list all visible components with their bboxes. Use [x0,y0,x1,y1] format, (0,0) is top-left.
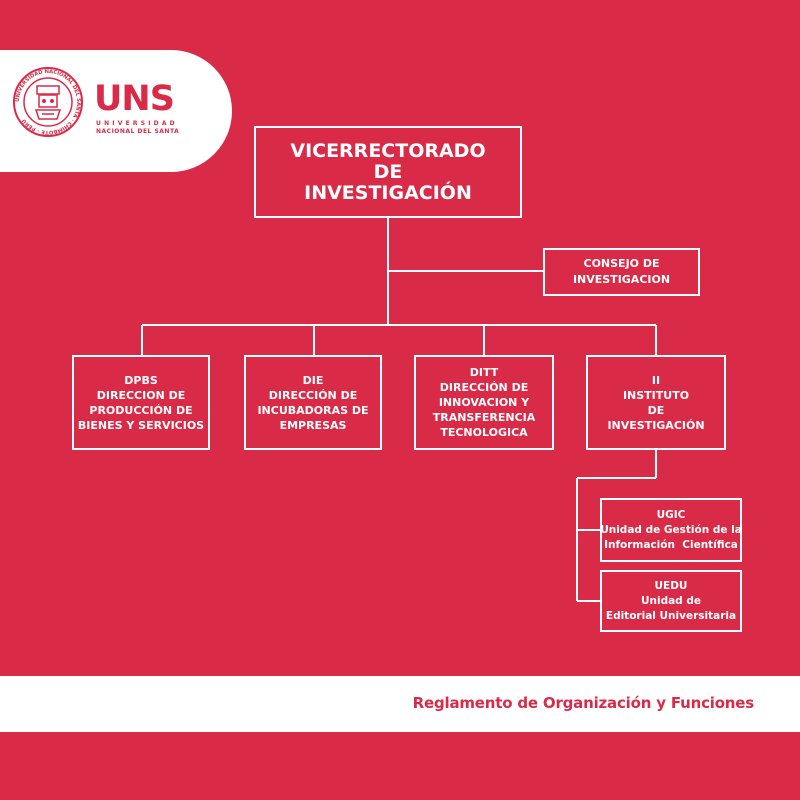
node-line: CONSEJO DE [583,257,660,270]
node-ii: II INSTITUTO DE INVESTIGACIÓN [586,355,726,450]
node-line: INVESTIGACIÓN [304,181,472,204]
node-line: TRANSFERENCIA [432,411,536,424]
node-line: DIRECCIÓN DE [439,381,529,394]
node-line: PRODUCCIÓN DE [89,403,193,417]
node-line: UEDU [654,579,688,592]
node-line: INNOVACION Y [438,396,530,409]
node-line: UGIC [656,508,686,521]
node-line: DIRECCION DE [96,388,186,402]
node-line: DITT [469,366,499,379]
brand-acronym: UNS [94,79,175,119]
logo-tab: UNIVERSIDAD NACIONAL DEL SANTA · CHIMBOT… [0,50,232,172]
university-seal-icon: UNIVERSIDAD NACIONAL DEL SANTA · CHIMBOT… [13,67,83,137]
node-line: II [651,373,661,387]
node-line: INVESTIGACIÓN [607,418,705,432]
node-dpbs: DPBS DIRECCION DE PRODUCCIÓN DE BIENES Y… [72,355,210,450]
node-line: Información Científica [604,538,738,551]
node-line: INSTITUTO [622,388,690,402]
node-line: Unidad de [640,594,701,607]
node-line: BIENES Y SERVICIOS [77,418,205,432]
brand-subtitle-line1: UNIVERSIDAD [96,120,178,127]
node-line: DIRECCIÓN DE [268,388,358,402]
node-ditt: DITT DIRECCIÓN DE INNOVACION Y TRANSFERE… [414,355,554,450]
node-consejo: CONSEJO DE INVESTIGACION [543,248,700,296]
node-line: VICERRECTORADO [290,139,486,162]
node-uedu: UEDU Unidad de Editorial Universitaria [600,570,742,632]
node-line: TECNOLOGICA [440,426,528,439]
brand-subtitle-line2: NACIONAL DEL SANTA [96,128,180,135]
node-die: DIE DIRECCIÓN DE INCUBADORAS DE EMPRESAS [244,355,382,450]
node-line: INCUBADORAS DE [257,403,369,417]
brand-subtitle: UNIVERSIDAD NACIONAL DEL SANTA [96,120,179,136]
node-line: DIE [302,373,324,387]
node-line: EMPRESAS [279,418,347,432]
node-line: DE [373,160,403,183]
node-line: DPBS [124,373,158,387]
node-ugic: UGIC Unidad de Gestión de la Información… [600,498,742,562]
node-line: DE [647,403,665,417]
footer-band: Reglamento de Organización y Funciones [0,676,800,732]
node-vicerrectorado: VICERRECTORADO DE INVESTIGACIÓN [254,126,522,218]
node-line: Editorial Universitaria [605,609,737,622]
node-line: INVESTIGACION [572,273,671,286]
footer-title: Reglamento de Organización y Funciones [412,694,755,712]
node-line: Unidad de Gestión de la [600,523,742,536]
